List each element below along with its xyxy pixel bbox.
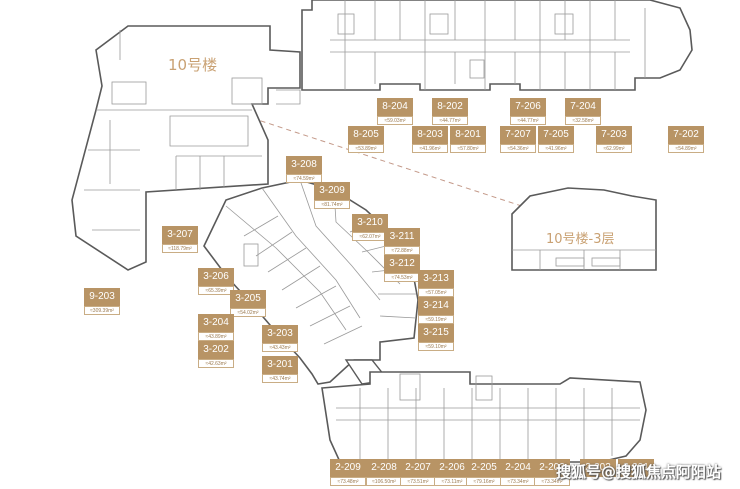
unit-area-8-203: ≈41.96m²	[412, 144, 448, 153]
unit-tag-2-205: 2-205	[466, 459, 502, 477]
building-top-outline	[301, 0, 693, 91]
unit-tag-7-207: 7-207	[500, 126, 536, 144]
unit-tag-8-202: 8-202	[432, 98, 468, 116]
unit-tag-3-209: 3-209	[314, 182, 350, 200]
unit-tag-3-205: 3-205	[230, 290, 266, 308]
unit-area-7-206: ≈44.77m²	[510, 116, 546, 125]
unit-tag-2-206: 2-206	[434, 459, 470, 477]
unit-area-3-210: ≈62.07m²	[352, 232, 388, 241]
unit-area-3-207: ≈118.79m²	[162, 244, 198, 253]
unit-area-2-203: ≈73.34m²	[534, 477, 570, 486]
unit-tag-3-210: 3-210	[352, 214, 388, 232]
watermark-text: 搜狐号@搜狐焦点阿阳站	[556, 463, 722, 481]
unit-area-7-204: ≈32.58m²	[565, 116, 601, 125]
unit-tag-8-201: 8-201	[450, 126, 486, 144]
unit-area-2-208: ≈106.50m²	[366, 477, 402, 486]
unit-tag-3-202: 3-202	[198, 341, 234, 359]
unit-area-3-202: ≈42.63m²	[198, 359, 234, 368]
building-10-floor3-outline	[511, 187, 657, 271]
unit-area-3-211: ≈72.88m²	[384, 246, 420, 255]
unit-tag-7-206: 7-206	[510, 98, 546, 116]
unit-tag-3-211: 3-211	[384, 228, 420, 246]
unit-tag-3-208: 3-208	[286, 156, 322, 174]
unit-area-3-215: ≈59.10m²	[418, 342, 454, 351]
unit-tag-7-202: 7-202	[668, 126, 704, 144]
building-10-floor3-label: 10号楼-3层	[546, 232, 615, 247]
unit-area-2-206: ≈73.11m²	[434, 477, 470, 486]
unit-tag-8-203: 8-203	[412, 126, 448, 144]
unit-area-3-201: ≈43.74m²	[262, 374, 298, 383]
unit-tag-3-213: 3-213	[418, 270, 454, 288]
unit-tag-8-205: 8-205	[348, 126, 384, 144]
unit-tag-3-206: 3-206	[198, 268, 234, 286]
building-2-outline	[321, 371, 647, 463]
unit-area-2-205: ≈79.16m²	[466, 477, 502, 486]
unit-tag-3-215: 3-215	[418, 324, 454, 342]
unit-area-2-209: ≈73.48m²	[330, 477, 366, 486]
unit-area-7-205: ≈41.96m²	[538, 144, 574, 153]
unit-tag-9-203: 9-203	[84, 288, 120, 306]
unit-area-7-207: ≈54.36m²	[500, 144, 536, 153]
unit-tag-3-203: 3-203	[262, 325, 298, 343]
unit-area-8-202: ≈44.77m²	[432, 116, 468, 125]
unit-area-3-212: ≈74.53m²	[384, 273, 420, 282]
unit-tag-8-204: 8-204	[377, 98, 413, 116]
unit-area-2-207: ≈73.51m²	[400, 477, 436, 486]
unit-area-3-206: ≈65.39m²	[198, 286, 234, 295]
unit-tag-2-203: 2-203	[534, 459, 570, 477]
unit-area-2-204: ≈73.34m²	[500, 477, 536, 486]
unit-tag-3-214: 3-214	[418, 297, 454, 315]
unit-tag-3-212: 3-212	[384, 255, 420, 273]
unit-area-8-205: ≈53.89m²	[348, 144, 384, 153]
unit-tag-2-201: 2-201	[618, 459, 654, 477]
unit-area-3-205: ≈54.02m²	[230, 308, 266, 317]
unit-tag-7-204: 7-204	[565, 98, 601, 116]
unit-area-3-203: ≈43.43m²	[262, 343, 298, 352]
unit-area-3-204: ≈43.89m²	[198, 332, 234, 341]
unit-tag-7-203: 7-203	[596, 126, 632, 144]
unit-area-9-203: ≈309.39m²	[84, 306, 120, 315]
unit-tag-7-205: 7-205	[538, 126, 574, 144]
unit-tag-2-202: 2-202	[580, 459, 616, 477]
building-10-floor3-interior	[512, 249, 656, 270]
unit-tag-3-204: 3-204	[198, 314, 234, 332]
leader-line	[251, 117, 541, 213]
unit-tag-3-207: 3-207	[162, 226, 198, 244]
building-10-label: 10号楼	[168, 56, 218, 74]
unit-area-8-204: ≈59.03m²	[377, 116, 413, 125]
unit-area-3-208: ≈74.59m²	[286, 174, 322, 183]
building-10-interior	[84, 30, 301, 231]
building-top-interior	[330, 0, 646, 90]
unit-tag-2-207: 2-207	[400, 459, 436, 477]
building-2-interior	[336, 373, 640, 462]
unit-tag-2-209: 2-209	[330, 459, 366, 477]
unit-area-7-203: ≈62.99m²	[596, 144, 632, 153]
unit-area-3-214: ≈59.19m²	[418, 315, 454, 324]
unit-area-3-213: ≈57.05m²	[418, 288, 454, 297]
unit-tag-3-201: 3-201	[262, 356, 298, 374]
unit-tag-2-204: 2-204	[500, 459, 536, 477]
unit-area-3-209: ≈81.74m²	[314, 200, 350, 209]
unit-area-8-201: ≈57.80m²	[450, 144, 486, 153]
unit-tag-2-208: 2-208	[366, 459, 402, 477]
unit-area-7-202: ≈54.89m²	[668, 144, 704, 153]
